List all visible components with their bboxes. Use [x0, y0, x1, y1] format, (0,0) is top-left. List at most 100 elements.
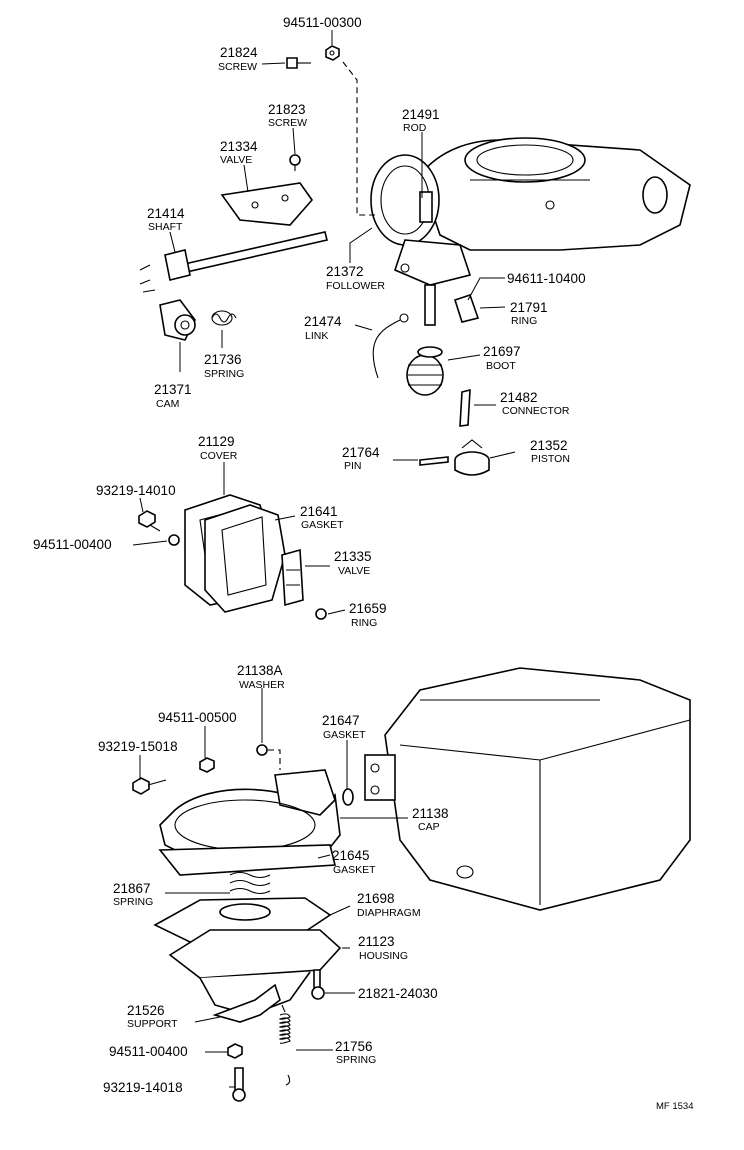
bolt-93219-14010 — [138, 510, 161, 532]
callout-name: FOLLOWER — [326, 280, 385, 292]
callout-93219-14010: 93219-14010 — [96, 483, 176, 498]
callout-number: 21764 — [342, 445, 380, 460]
piston-21352 — [454, 439, 490, 476]
callout-name: VALVE — [220, 154, 252, 166]
callout-number: 21823 — [268, 102, 306, 117]
callout-21645: 21645 GASKET — [332, 848, 376, 876]
callout-21641: 21641 GASKET — [300, 504, 344, 531]
nut-94511-00500 — [199, 757, 215, 773]
bolt-93219-14018 — [232, 1067, 246, 1102]
carburetor-housing — [364, 667, 691, 911]
callout-number: 93219-14018 — [103, 1080, 183, 1095]
callout-number: 21334 — [220, 139, 258, 154]
callout-93219-14018: 93219-14018 — [103, 1080, 183, 1095]
callout-21372: 21372 FOLLOWER — [326, 264, 385, 292]
callout-name: LINK — [305, 330, 328, 342]
callout-93219-15018: 93219-15018 — [98, 739, 178, 754]
callout-number: 21474 — [304, 314, 342, 329]
callout-number: 21335 — [334, 549, 372, 564]
callout-21491: 21491 ROD — [402, 107, 440, 134]
callout-name: HOUSING — [359, 950, 408, 962]
spring-21736 — [211, 310, 237, 326]
housing-21123 — [168, 929, 342, 1016]
callout-21129: 21129 COVER — [198, 434, 238, 462]
callout-number: 21645 — [332, 848, 370, 863]
callout-number: 21867 — [113, 881, 151, 896]
bolt-93219-15018 — [132, 777, 167, 795]
callout-name: RING — [351, 617, 377, 629]
callout-number: 21371 — [154, 382, 192, 397]
callout-number: 21736 — [204, 352, 242, 367]
gasket-21647 — [342, 788, 354, 806]
link-21474 — [372, 313, 409, 379]
callout-name: RING — [511, 315, 537, 327]
callout-94511-00400-lower: 94511-00400 — [109, 1044, 188, 1059]
callout-name: GASKET — [301, 519, 344, 531]
screw-21824 — [286, 57, 311, 69]
callout-name: PIN — [344, 460, 362, 472]
boot-21697 — [406, 346, 444, 396]
callout-name: GASKET — [333, 864, 376, 876]
shaft-21414 — [139, 231, 328, 293]
callout-number: 21414 — [147, 206, 185, 221]
callout-number: 21659 — [349, 601, 387, 616]
callout-number: 94511-00500 — [158, 710, 237, 725]
callout-21736: 21736 SPRING — [204, 352, 244, 380]
callout-21474: 21474 LINK — [304, 314, 342, 342]
callout-name: CAM — [156, 398, 179, 410]
callout-number: 21698 — [357, 891, 395, 906]
screw-21823 — [289, 154, 301, 171]
callout-number: 21482 — [500, 390, 538, 405]
valve-21335 — [281, 548, 304, 607]
callout-number: 93219-14010 — [96, 483, 176, 498]
callout-name: SUPPORT — [127, 1018, 178, 1030]
callout-name: VALVE — [338, 565, 370, 577]
callout-21756: 21756 SPRING — [335, 1039, 376, 1066]
callout-21334: 21334 VALVE — [220, 139, 258, 166]
callout-name: SPRING — [336, 1054, 376, 1066]
callout-name: BOOT — [486, 360, 516, 372]
callout-name: SHAFT — [148, 221, 183, 233]
callout-name: CONNECTOR — [502, 405, 570, 417]
callout-21482: 21482 CONNECTOR — [500, 390, 570, 417]
callout-21414: 21414 SHAFT — [147, 206, 185, 233]
callout-21647: 21647 GASKET — [322, 713, 366, 741]
assembly-line-b — [268, 749, 281, 770]
callout-number: 21697 — [483, 344, 521, 359]
spring-21867 — [229, 871, 271, 895]
callout-number: 21352 — [530, 438, 568, 453]
connector-21482 — [459, 388, 471, 427]
callout-number: 21138A — [237, 663, 283, 678]
cam-21371 — [159, 299, 196, 341]
callout-number: 93219-15018 — [98, 739, 178, 754]
callout-21823: 21823 SCREW — [268, 102, 307, 129]
callout-21123: 21123 HOUSING — [358, 934, 408, 962]
nut-94511-00400-upper — [168, 534, 180, 546]
leader-lines — [132, 30, 516, 1088]
callout-94511-00500: 94511-00500 — [158, 710, 237, 725]
cap-21138 — [159, 769, 341, 861]
nut-94511-00300 — [325, 45, 340, 61]
figure-code: MF 1534 — [656, 1101, 694, 1112]
callout-number: 21123 — [358, 934, 395, 949]
callout-21698: 21698 DIAPHRAGM — [357, 891, 421, 919]
callout-number: 21526 — [127, 1003, 165, 1018]
callout-21791: 21791 RING — [510, 300, 548, 327]
callout-name: DIAPHRAGM — [357, 907, 421, 919]
callout-number: 21647 — [322, 713, 360, 728]
callout-name: ROD — [403, 122, 427, 134]
callout-number: 21491 — [402, 107, 440, 122]
callout-94511-00300: 94511-00300 — [283, 15, 362, 30]
callout-number: 94511-00300 — [283, 15, 362, 30]
washer-21138a — [256, 744, 268, 756]
callout-21824: 21824 SCREW — [218, 45, 258, 73]
gasket-21645 — [158, 844, 337, 876]
ring-21659 — [315, 608, 327, 620]
callout-name: GASKET — [323, 729, 366, 741]
callout-name: COVER — [200, 450, 238, 462]
callout-number: 21641 — [300, 504, 338, 519]
callout-21821-24030: 21821-24030 — [358, 986, 438, 1001]
callout-94611-10400: 94611-10400 — [507, 271, 586, 286]
callout-name: SPRING — [204, 368, 244, 380]
